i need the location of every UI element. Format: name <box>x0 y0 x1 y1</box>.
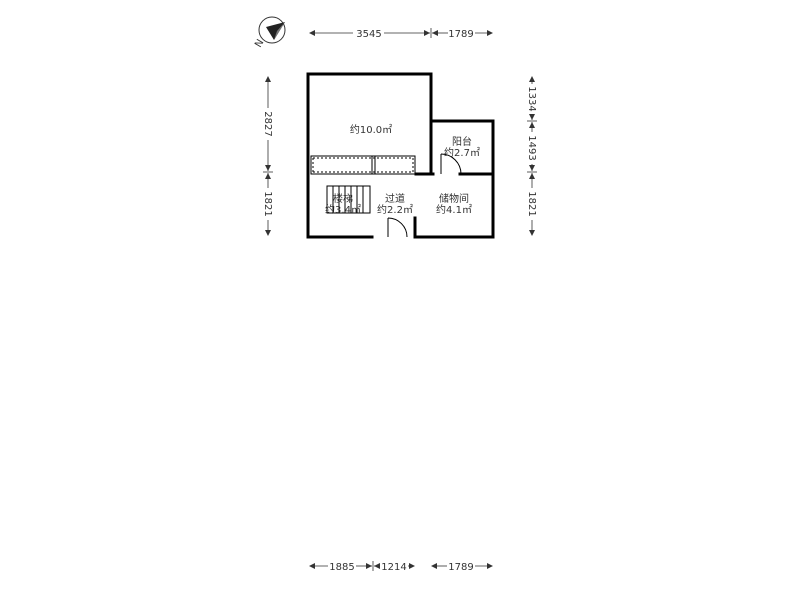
dim-right-2: 1493 <box>526 135 537 160</box>
dimension-texts: 3545 1789 1885 1214 1789 2827 1821 1334 … <box>262 29 537 573</box>
room-corridor-name: 过道 <box>385 192 405 205</box>
stairs-treads <box>326 185 371 214</box>
dim-left-2: 1821 <box>262 191 273 216</box>
room-balcony-name: 阳台 <box>452 135 472 148</box>
north-arrow-icon <box>258 16 286 44</box>
walls <box>306 72 495 239</box>
dim-left-1: 2827 <box>262 111 273 136</box>
dim-right-1: 1334 <box>526 86 537 111</box>
dim-bottom-3: 1789 <box>448 562 473 573</box>
door-corridor <box>387 217 408 238</box>
room-stairs-name: 楼梯 <box>333 192 353 205</box>
room-storage-name: 储物间 <box>439 192 469 205</box>
compass-north-label: N <box>253 38 266 50</box>
dimension-arrowheads <box>265 30 535 569</box>
dim-bottom-1: 1885 <box>329 562 354 573</box>
dimension-lines <box>263 28 537 571</box>
room-labels: 约10.0㎡ 阳台 约2.7㎡ 楼梯 约3.4㎡ 过道 约2.2㎡ 储物间 约4… <box>325 123 480 216</box>
dim-bottom-2: 1214 <box>381 562 406 573</box>
dim-top-1: 3545 <box>356 29 381 40</box>
room-stairs-area: 约3.4㎡ <box>325 203 361 216</box>
compass: N <box>253 16 286 50</box>
dim-right-3: 1821 <box>526 191 537 216</box>
room-corridor-area: 约2.2㎡ <box>377 203 413 216</box>
room-balcony-area: 约2.7㎡ <box>444 146 480 159</box>
railing <box>310 155 416 175</box>
dim-top-2: 1789 <box>448 29 473 40</box>
room-main-area: 约10.0㎡ <box>350 123 392 136</box>
room-storage-area: 约4.1㎡ <box>436 203 472 216</box>
door-balcony <box>440 153 462 175</box>
